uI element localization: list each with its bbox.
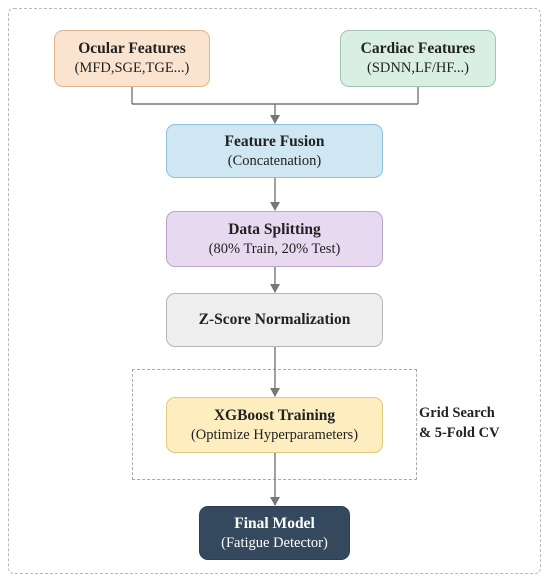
zscore-normalization-title: Z-Score Normalization [198,310,351,328]
outer-frame [8,8,541,574]
grid-search-label: Grid Search & 5-Fold CV [419,404,500,443]
final-model-node: Final Model (Fatigue Detector) [199,506,350,560]
feature-fusion-title: Feature Fusion [224,132,325,150]
data-splitting-node: Data Splitting (80% Train, 20% Test) [166,211,383,267]
cardiac-features-subtitle: (SDNN,LF/HF...) [367,60,469,77]
xgboost-training-subtitle: (Optimize Hyperparameters) [190,426,359,443]
ocular-features-subtitle: (MFD,SGE,TGE...) [74,60,190,77]
zscore-normalization-node: Z-Score Normalization [166,293,383,347]
grid-search-label-line1: Grid Search [419,405,495,421]
xgboost-training-node: XGBoost Training (Optimize Hyperparamete… [166,397,383,453]
data-splitting-subtitle: (80% Train, 20% Test) [208,240,341,257]
feature-fusion-node: Feature Fusion (Concatenation) [166,124,383,178]
ocular-features-title: Ocular Features [78,40,186,57]
final-model-subtitle: (Fatigue Detector) [221,534,328,551]
xgboost-training-title: XGBoost Training [213,406,336,424]
ocular-features-node: Ocular Features (MFD,SGE,TGE...) [54,30,210,87]
cardiac-features-title: Cardiac Features [360,40,476,57]
data-splitting-title: Data Splitting [228,220,321,238]
cardiac-features-node: Cardiac Features (SDNN,LF/HF...) [340,30,496,87]
final-model-title: Final Model [234,514,315,532]
feature-fusion-subtitle: (Concatenation) [227,152,322,169]
grid-search-label-line2: & 5-Fold CV [419,424,500,441]
